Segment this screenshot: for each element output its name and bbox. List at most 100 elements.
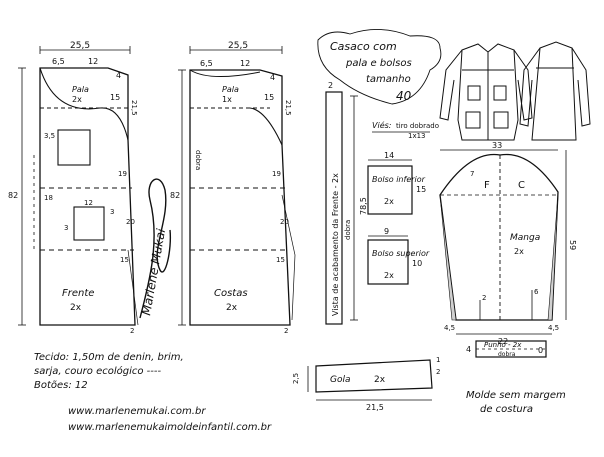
sleeve-piece [439,149,567,335]
pocket-lower-height: 15 [416,185,426,194]
collar-h: 2,5 [292,373,300,384]
facing-top: 2 [328,81,333,90]
signature: Marlene Mukai [139,178,172,319]
pocket-lower-qty: 2x [384,197,394,206]
front-top-right: 4 [116,71,121,80]
back-qty: 2x [226,303,238,313]
back-piece [178,46,296,326]
sleeve-height: 59 [568,240,577,250]
title-block: Casaco com pala e bolsos tamanho 40 [317,29,442,105]
back-height: 82 [170,191,180,200]
back-fold: dobra [194,150,202,170]
website-links: www.marlenemukai.com.br www.marlenemukai… [68,406,272,433]
front-m-12: 12 [84,199,93,207]
front-labels: 25,5 6,5 12 4 Pala 2x 15 21,5 3,5 82 19 … [8,41,138,335]
collar-r1: 1 [436,356,440,364]
pocket-lower-title: Bolso inferior [372,175,426,184]
jacket-back-illustration [519,41,591,141]
materials-line2: sarja, couro ecológico ---- [34,365,161,377]
front-yoke-w2: 12 [88,57,98,66]
back-m-2: 2 [284,327,288,335]
pocket-upper-height: 10 [412,259,422,268]
front-side-15: 15 [110,93,120,102]
title-line3: tamanho [366,74,411,85]
cuff-h: 4 [466,345,471,354]
front-yoke-w1: 6,5 [52,57,65,66]
pocket-lower: 14 Bolso inferior 2x 15 [367,151,426,215]
back-top-right: 4 [270,73,275,82]
sleeve-f: F [484,180,490,191]
back-yoke-w2: 12 [240,59,250,68]
materials-note: Tecido: 1,50m de denin, brim, sarja, cou… [34,352,184,391]
sleeve-2: 2 [482,294,486,302]
jacket-front-illustration [439,43,533,141]
sleeve-4-5a: 4,5 [444,324,455,332]
back-yoke-w1: 6,5 [200,59,213,68]
collar-piece: 2,5 Gola 2x 21,5 1 2 [292,356,440,412]
front-qty: 2x [70,303,82,313]
back-yoke-label: Pala [222,85,239,94]
back-side-21-5: 21,5 [284,100,292,116]
facing-len: 78,5 [359,197,368,215]
collar-label: Gola [330,375,351,385]
front-m-20: 20 [126,218,135,226]
facing-labels: 2 Vista de acabamento da Frente - 2x dob… [328,81,368,316]
back-m-19: 19 [272,170,281,178]
pocket-lower-width: 14 [384,151,394,160]
collar-qty: 2x [374,375,386,385]
front-label: Frente [62,288,94,299]
front-m-2: 2 [130,327,134,335]
front-width: 25,5 [70,41,90,51]
back-m-15: 15 [276,256,285,264]
bias-fold: tiro dobrado [396,122,439,130]
sleeve-qty: 2x [514,247,524,256]
facing-strip [325,91,358,325]
front-side-21-5: 21,5 [130,100,138,116]
sleeve-width: 33 [492,141,502,150]
materials-line1: Tecido: 1,50m de denin, brim, [34,352,184,363]
pocket-upper: 9 Bolso superior 2x 10 [367,227,430,285]
facing-fold: dobra [344,220,352,240]
collar-r2: 2 [436,368,440,376]
front-m-18: 18 [44,194,53,202]
front-yoke-qty: 2x [72,95,82,104]
sleeve-4-5b: 4,5 [548,324,559,332]
bias-note: Viés: tiro dobrado 1x13 [372,120,439,140]
collar-w: 21,5 [366,403,384,412]
front-m-3b: 3 [64,224,68,232]
front-m-3a: 3 [110,208,114,216]
cuff-piece: 4 Punho - 2x dobra 0 [466,340,547,358]
sleeve-labels: 33 F C Manga 2x 59 7 2 6 4,5 4,5 22 [444,141,577,346]
cuff-fold: dobra [498,351,516,358]
back-side-15: 15 [264,93,274,102]
front-height: 82 [8,191,18,200]
cuff-right: 0 [538,346,543,355]
seam-note: Molde sem margem de costura [466,390,566,415]
note-line1: Molde sem margem [466,390,566,401]
front-yoke-label: Pala [72,85,89,94]
url-line1: www.marlenemukai.com.br [68,406,206,417]
front-pocket-offset: 3,5 [44,132,55,140]
back-yoke-qty: 1x [222,95,232,104]
pocket-upper-qty: 2x [384,271,394,280]
back-m-20: 20 [280,218,289,226]
facing-label: Vista de acabamento da Frente - 2x [331,173,340,316]
back-width: 25,5 [228,41,248,51]
title-line2: pala e bolsos [345,58,412,69]
front-piece [18,46,139,326]
title-size: 40 [396,89,412,103]
front-m-19: 19 [118,170,127,178]
sleeve-6: 6 [534,288,539,296]
sleeve-7: 7 [470,170,474,178]
bias-label: Viés: [372,120,392,130]
pocket-upper-title: Bolso superior [372,249,430,258]
front-m-15: 15 [120,256,129,264]
pocket-upper-width: 9 [384,227,389,236]
back-labels: 25,5 6,5 12 4 Pala 1x 15 21,5 82 19 20 1… [170,41,292,335]
sleeve-label: Manga [510,233,540,243]
url-line2: www.marlenemukaimoldeinfantil.com.br [68,422,272,433]
back-label: Costas [214,288,248,299]
sleeve-c: C [518,180,525,191]
note-line2: de costura [480,404,533,415]
